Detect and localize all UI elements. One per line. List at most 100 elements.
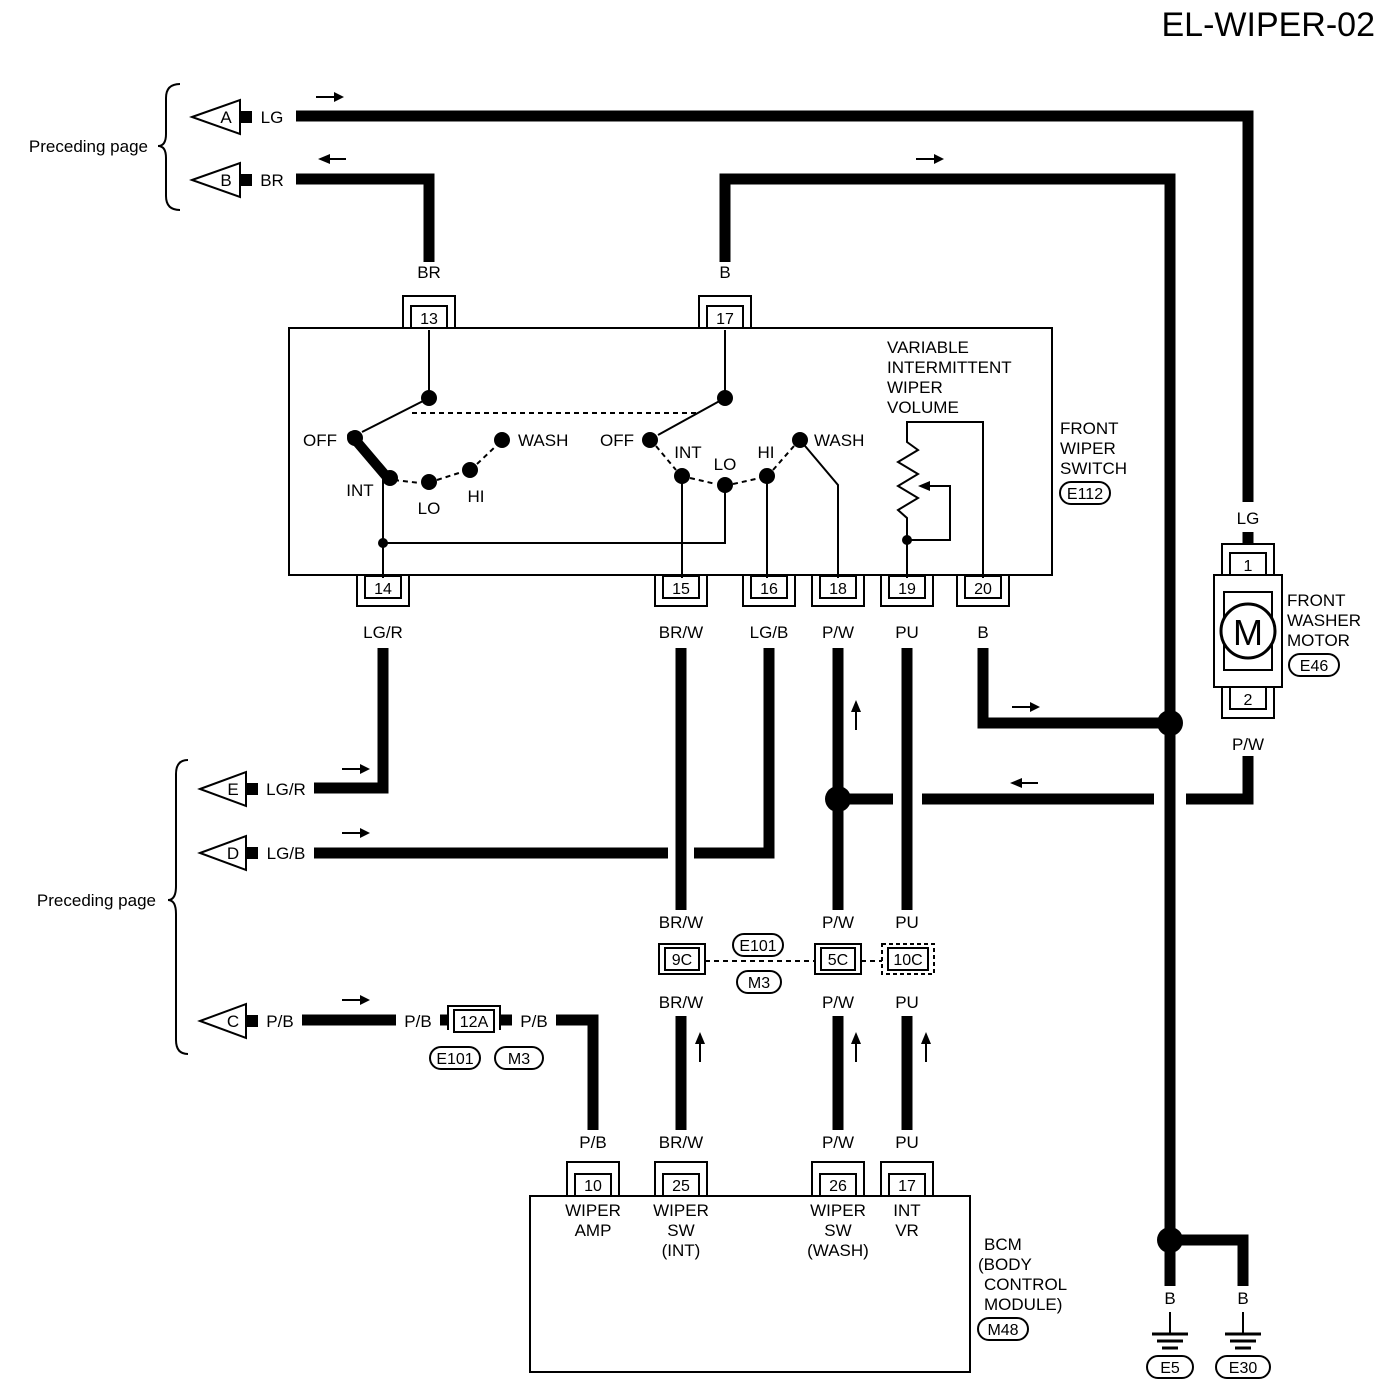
grounds: B B E5 E30 (1146, 1286, 1271, 1379)
wire-label-pw-bcm: P/W (822, 1133, 854, 1152)
wire-label-b-17: B (719, 263, 730, 282)
connector-c-label: C (227, 1012, 239, 1031)
joint-pin-9c-label: 9C (672, 952, 692, 969)
motor-pin-2-label: 2 (1244, 692, 1253, 709)
joint-pin-10c-label: 10C (893, 952, 922, 969)
junction-pw (825, 786, 851, 812)
wire-label-b-e5: B (1164, 1289, 1175, 1308)
connector-d: D LG/B (197, 834, 306, 872)
joint-pin-9c: 9C (658, 943, 706, 975)
preceding-page-bottom: Preceding page (37, 759, 189, 1055)
bcm-term-wiper-sw-int-l3: (INT) (662, 1241, 701, 1260)
switch-pin-17: 17 (698, 295, 752, 329)
bcm-pin-25-label: 25 (672, 1178, 690, 1195)
preceding-page-label-bottom: Preceding page (37, 891, 156, 910)
ground-e30-label: E30 (1229, 1360, 1258, 1377)
bcm-name-l4: MODULE) (984, 1295, 1062, 1314)
switch-pos-off-left: OFF (303, 431, 337, 450)
wire-label-lg-a: LG (261, 108, 284, 127)
switch-pin-13-label: 13 (420, 311, 438, 328)
junction-ground-split (1157, 1227, 1183, 1253)
switch-pin-15-label: 15 (672, 581, 690, 598)
volume-label-l2: INTERMITTENT (887, 358, 1012, 377)
bcm-name-l2: (BODY (978, 1255, 1032, 1274)
connector-e-label: E (227, 780, 238, 799)
switch-pos-hi-right: HI (758, 443, 775, 462)
joint-code-e101-12a: E101 (436, 1051, 473, 1068)
connector-b-label: B (220, 171, 231, 190)
volume-label-l4: VOLUME (887, 398, 959, 417)
wire-b-20 (977, 648, 1170, 729)
switch-pos-lo-left: LO (418, 499, 441, 518)
wire-label-pb-12a-right: P/B (520, 1012, 547, 1031)
switch-pin-19: 19 (880, 575, 934, 607)
switch-code: E112 (1067, 486, 1103, 503)
switch-pin-18-label: 18 (829, 581, 847, 598)
wire-label-lgb-16: LG/B (750, 623, 789, 642)
wire-label-br-13: BR (417, 263, 441, 282)
bcm-pin-26-label: 26 (829, 1178, 847, 1195)
bcm-code: M48 (987, 1322, 1018, 1339)
wire-label-pw-motor: P/W (1232, 735, 1264, 754)
wire-lgr (314, 648, 389, 794)
front-wiper-switch: BR B 13 17 (288, 262, 1127, 607)
switch-pin-17-label: 17 (716, 311, 734, 328)
wire-lgb (694, 648, 775, 859)
wire-b-e30 (1170, 1234, 1249, 1290)
joint-pin-12a: 12A (447, 1005, 501, 1033)
switch-pin-13: 13 (402, 295, 456, 329)
switch-pos-off-right: OFF (600, 431, 634, 450)
switch-pin-20: 20 (956, 575, 1010, 607)
wire-label-pw-18: P/W (822, 623, 854, 642)
joint-code-m3-12a: M3 (508, 1051, 530, 1068)
wire-pb-bcm-2 (556, 1014, 599, 1130)
joint-code-m3: M3 (748, 975, 770, 992)
switch-name-l2: WIPER (1060, 439, 1116, 458)
connector-d-label: D (227, 844, 239, 863)
wire-label-pu-10c-bot: PU (895, 993, 919, 1012)
switch-pin-15: 15 (654, 575, 708, 607)
bcm-pin-10-label: 10 (584, 1178, 602, 1195)
bcm-term-wiper-sw-wash-l3: (WASH) (807, 1241, 869, 1260)
bcm-pin-17: 17 (880, 1161, 934, 1197)
bcm-pin-17-label: 17 (898, 1178, 916, 1195)
bcm-term-wiper-sw-wash-l2: SW (824, 1221, 851, 1240)
wire-label-lgr-e: LG/R (266, 780, 306, 799)
joint-pin-12a-label: 12A (460, 1014, 489, 1031)
motor-name-l1: FRONT (1287, 591, 1346, 610)
joint-connector: BR/W P/W PU 9C 5C 10C E101 M3 BR/W P/W (404, 910, 935, 1070)
bcm-term-wiper-amp-l2: AMP (575, 1221, 612, 1240)
connector-b: B BR (189, 161, 284, 199)
wire-label-pb-c: P/B (266, 1012, 293, 1031)
switch-name-l3: SWITCH (1060, 459, 1127, 478)
wire-label-pu-10c-top: PU (895, 913, 919, 932)
connector-a-label: A (220, 108, 232, 127)
wire-label-lg-motor: LG (1237, 509, 1260, 528)
wire-label-lgb-d: LG/B (267, 844, 306, 863)
switch-pos-hi-left: HI (468, 487, 485, 506)
bcm-name-l3: CONTROL (984, 1275, 1067, 1294)
motor-pin-1-label: 1 (1244, 558, 1253, 575)
preceding-page-top: Preceding page (29, 83, 181, 211)
direction-arrows (316, 92, 1040, 1062)
motor-name-l3: MOTOR (1287, 631, 1350, 650)
wire-pw-motor (1186, 756, 1254, 805)
bcm-pin-25: 25 (654, 1161, 708, 1197)
switch-pin-18: 18 (811, 575, 865, 607)
bcm-term-int-vr-l1: INT (893, 1201, 920, 1220)
front-washer-motor: LG 1 M 2 P/W FRONT WASHER MOTOR E46 (1213, 502, 1361, 756)
switch-pos-int-right: INT (674, 443, 701, 462)
wire-label-b-e30: B (1237, 1289, 1248, 1308)
switch-pos-lo-right: LO (714, 455, 737, 474)
bcm-term-int-vr-l2: VR (895, 1221, 919, 1240)
wire-label-pb-bcm: P/B (579, 1133, 606, 1152)
bcm: P/B BR/W P/W PU 10 25 26 17 WIPER AMP (529, 1130, 1067, 1373)
wire-label-b-20: B (977, 623, 988, 642)
switch-pin-14: 14 (356, 575, 410, 607)
volume-label-l1: VARIABLE (887, 338, 969, 357)
switch-pin-16-label: 16 (760, 581, 778, 598)
connector-e: E LG/R (197, 770, 306, 808)
joint-pin-5c-label: 5C (828, 952, 848, 969)
wire-label-pu-bcm: PU (895, 1133, 919, 1152)
